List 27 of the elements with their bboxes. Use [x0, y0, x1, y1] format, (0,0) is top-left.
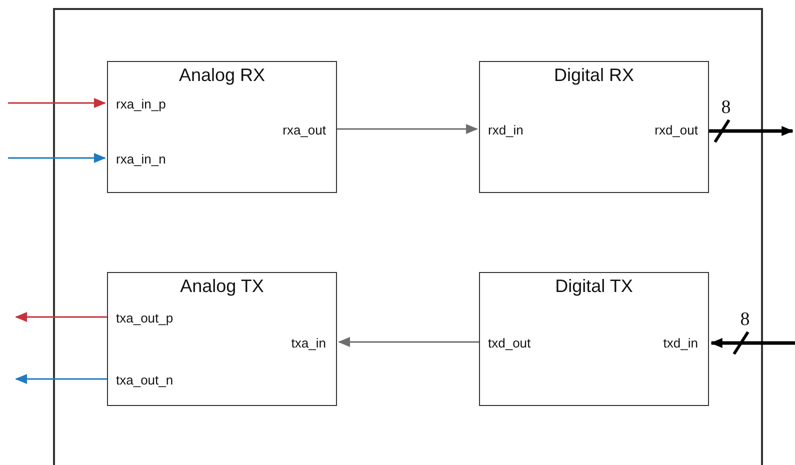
port-label: txd_in [663, 336, 698, 350]
port-label: rxa_out [282, 122, 326, 138]
port-label: rxa_in_n [116, 152, 166, 166]
block-title: Analog TX [179, 276, 265, 297]
port-label: rxd_out [654, 122, 698, 138]
signal-arrow [8, 98, 106, 108]
port-label: txa_in [291, 336, 326, 350]
port-label: txd_out [488, 336, 531, 350]
signal-arrow [15, 374, 107, 384]
bus-arrow [710, 331, 795, 355]
signal-arrow [15, 312, 107, 322]
bus-arrow [709, 119, 794, 143]
outer-frame-box [53, 8, 763, 465]
signal-arrow [8, 153, 106, 163]
block-box [479, 272, 709, 406]
block-title: Analog RX [178, 65, 266, 86]
port-label: txa_out_n [116, 372, 174, 388]
signal-arrow [338, 337, 479, 347]
block-title: Digital TX [554, 276, 634, 297]
port-label: rxd_in [488, 122, 524, 138]
block-box [479, 61, 709, 193]
block-box [107, 272, 337, 406]
signal-arrow [337, 124, 478, 134]
port-label: txa_out_p [116, 310, 174, 326]
block-box [107, 61, 337, 193]
port-label: rxa_in_p [116, 96, 166, 112]
block-title: Digital RX [552, 65, 636, 86]
